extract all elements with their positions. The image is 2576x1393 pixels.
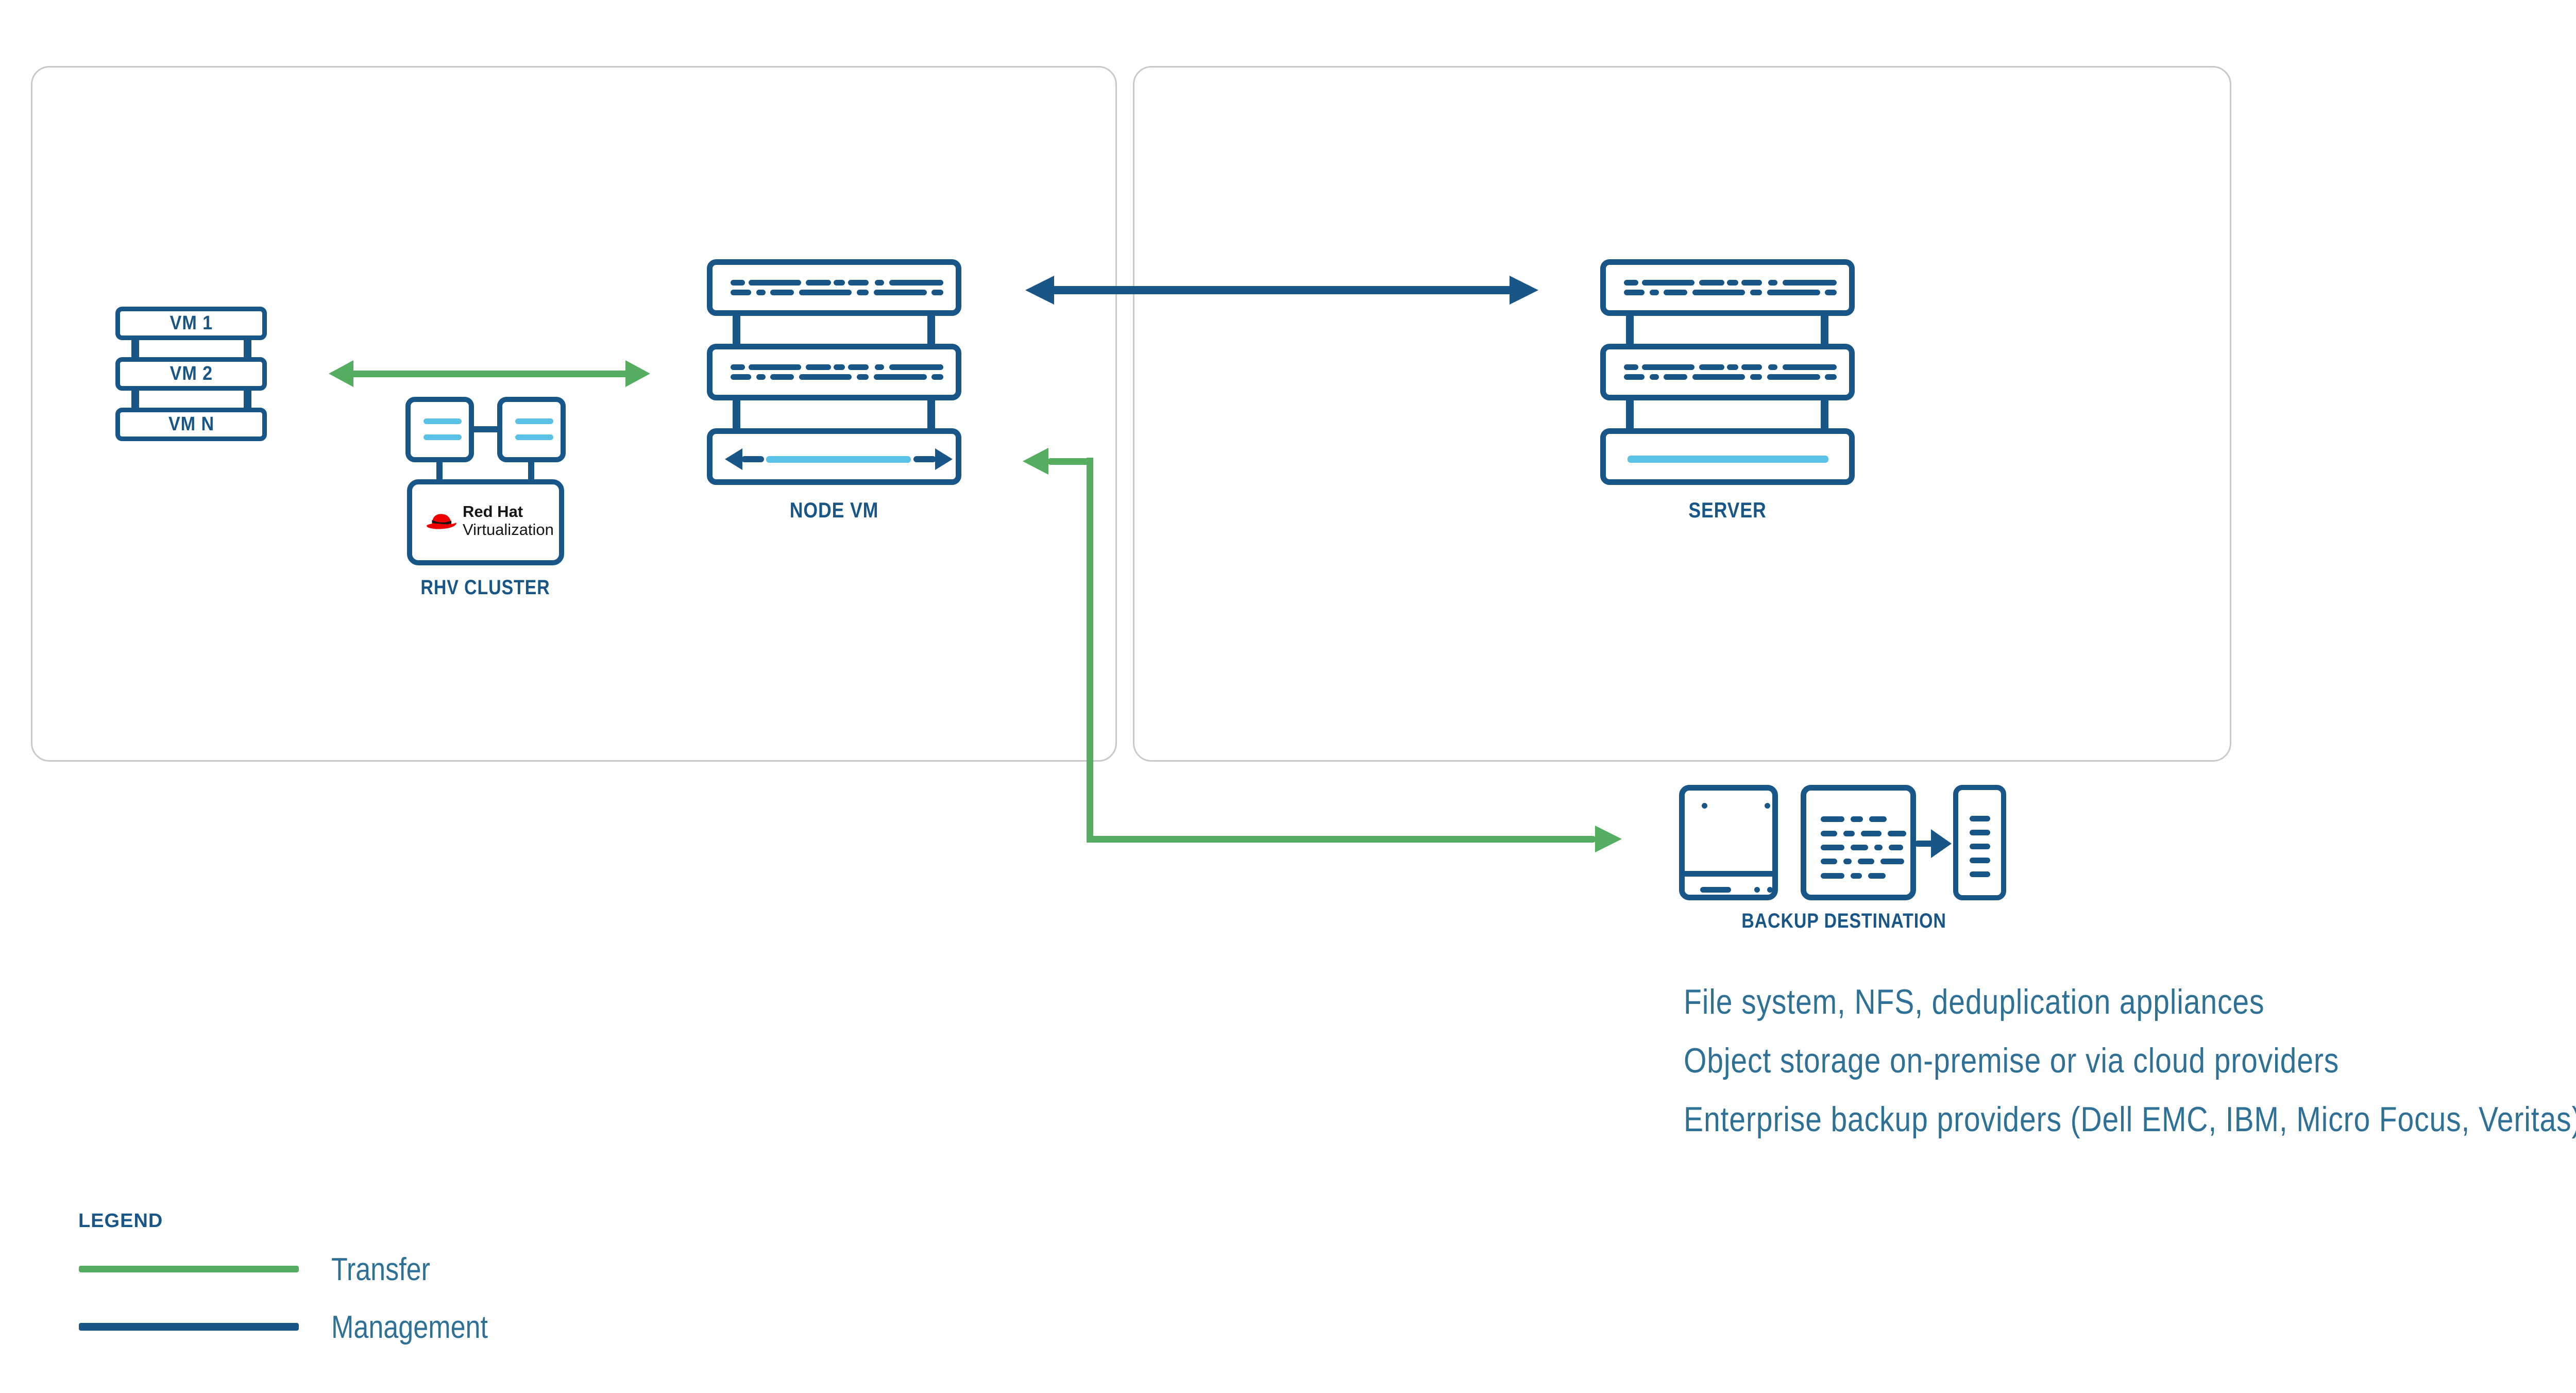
rhv-node-right: [497, 397, 566, 462]
backup-archive-icon: [1801, 785, 1916, 900]
note-file-system: File system, NFS, deduplication applianc…: [1684, 982, 2265, 1021]
redhat-logo: Red Hat Virtualization: [426, 502, 554, 539]
node-vm-slab-3: [707, 428, 961, 485]
server-slab-3: [1600, 428, 1855, 485]
vm-n-label: VM N: [168, 413, 214, 435]
vm-1-box: VM 1: [115, 307, 267, 340]
legend-title: LEGEND: [78, 1210, 163, 1232]
rhv-box: Red Hat Virtualization: [407, 479, 564, 565]
redhat-logo-line1: Red Hat: [463, 502, 523, 521]
redhat-fedora-icon: [427, 514, 456, 529]
backup-compact-icon: [1953, 785, 2006, 900]
vm-1-label: VM 1: [170, 312, 213, 334]
server-label: SERVER: [1688, 498, 1767, 522]
server-slab-1: [1600, 259, 1855, 316]
rhv-node-left: [405, 397, 474, 462]
target-panel: [1133, 66, 2231, 762]
legend-transfer-label: Transfer: [331, 1252, 430, 1287]
backup-destination-label: BACKUP DESTINATION: [1741, 910, 1946, 932]
legend-management-label: Management: [331, 1310, 488, 1345]
note-enterprise-backup: Enterprise backup providers (Dell EMC, I…: [1684, 1100, 2576, 1139]
legend-management-swatch: [79, 1323, 299, 1331]
server-slab-2: [1600, 344, 1855, 400]
legend-transfer-swatch: [79, 1266, 299, 1272]
redhat-logo-line2: Virtualization: [463, 520, 554, 539]
vm-n-box: VM N: [115, 408, 267, 441]
node-vm-slab-1: [707, 259, 961, 316]
node-vm-label: NODE VM: [789, 498, 879, 522]
rhv-cluster-label: RHV CLUSTER: [420, 576, 550, 599]
backup-disk-icon: [1679, 785, 1778, 900]
node-vm-slab-2: [707, 344, 961, 400]
vm-2-box: VM 2: [115, 357, 267, 391]
note-object-storage: Object storage on-premise or via cloud p…: [1684, 1041, 2340, 1080]
vm-2-label: VM 2: [170, 363, 213, 384]
